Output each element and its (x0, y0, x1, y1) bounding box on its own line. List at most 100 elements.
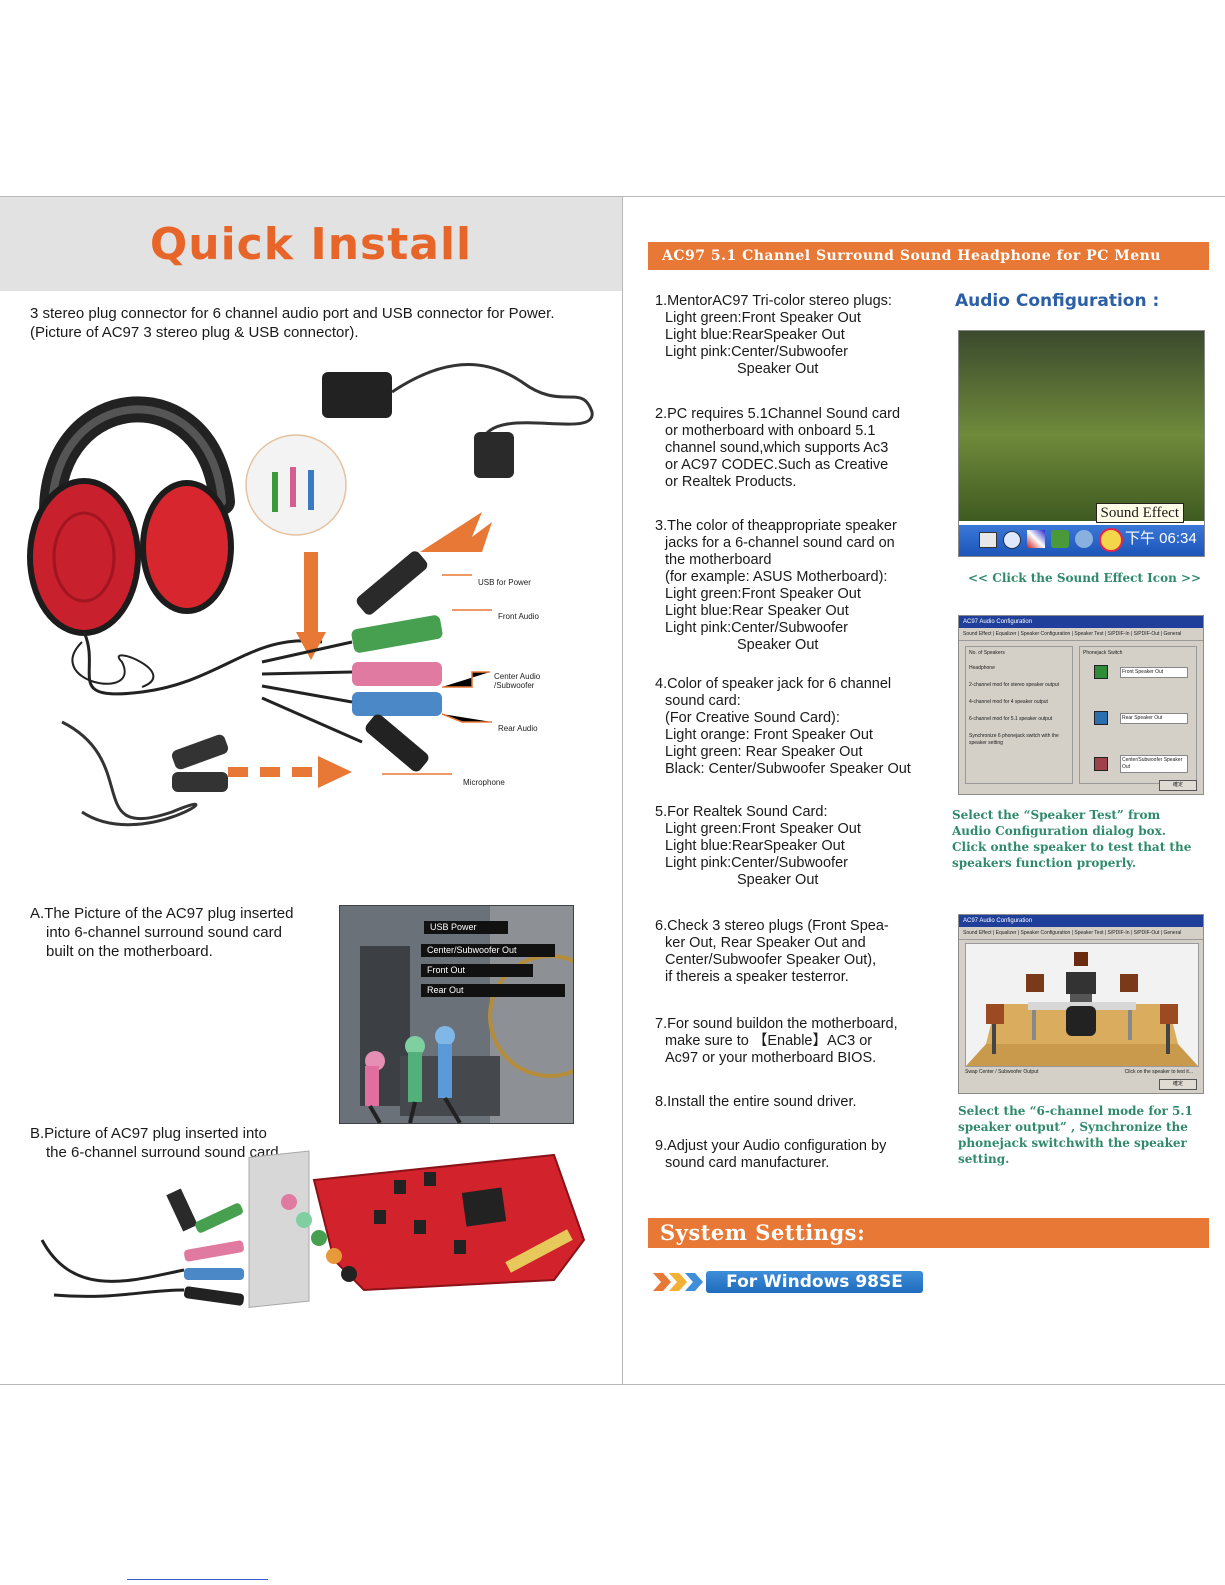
bottom-rule (0, 1384, 1225, 1385)
step-9-line: sound card manufacturer. (665, 1155, 830, 1171)
taskbar-clock: 下午 06:34 (1125, 530, 1197, 547)
chevron-arrows-icon (653, 1273, 703, 1296)
step-2-line: or motherboard with onboard 5.1 (665, 423, 876, 439)
network-icon[interactable] (1051, 530, 1069, 548)
step-3: 3.The color of theappropriate speaker ja… (655, 518, 940, 654)
section-a-line2: into 6-channel surround sound card (46, 924, 282, 941)
page-title: Quick Install (149, 219, 473, 270)
step-5-line: Light blue:RearSpeaker Out (665, 838, 845, 854)
tag-rear-out: Rear Out (421, 984, 565, 997)
group-label-speakers: No. of Speakers (969, 650, 1005, 656)
audio-config-dialog-speaker-test: AC97 Audio Configuration Sound Effect | … (958, 914, 1204, 1094)
step-8: 8.Install the entire sound driver. (655, 1094, 940, 1111)
dialog-title-bar: AC97 Audio Configuration (959, 616, 1203, 628)
caption-speaker-test-line: speakers function properly. (952, 856, 1137, 870)
windows-98se-label: For Windows 98SE (706, 1271, 923, 1293)
blue-jack-icon (1094, 711, 1108, 725)
speaker-left-rear (986, 1004, 1004, 1024)
step-7-line: make sure to 【Enable】AC3 or (665, 1033, 873, 1049)
dialog-ok-button[interactable]: 確定 (1159, 780, 1197, 791)
step-3-line: 3.The color of theappropriate speaker (655, 518, 897, 534)
sound-card-drawing (40, 1150, 586, 1308)
step-5-line: Speaker Out (737, 872, 819, 888)
option-2-channel[interactable]: 2-channel mod for stereo speaker output (969, 682, 1060, 688)
option-synchronize[interactable]: Synchronize 6 phonejack switch with the … (969, 733, 1059, 746)
step-3-line: jacks for a 6-channel sound card on (665, 535, 895, 551)
speaker-test-hint: Click on the speaker to test it... (1124, 1069, 1193, 1075)
section-b-line2: the 6-channel surround sound card. (46, 1144, 283, 1161)
speaker-test-room (965, 943, 1199, 1067)
swap-center-subwoofer-checkbox[interactable]: Swap Center / Subwoofer Output (965, 1069, 1039, 1075)
step-4-line: sound card: (665, 693, 741, 709)
phonejack-group: Phonejack Switch Front Speaker Out Rear … (1079, 646, 1197, 784)
label-usb-for-power: USB for Power (478, 578, 531, 587)
caption-6-channel-line: setting. (958, 1152, 1010, 1166)
pink-jack-icon (1094, 757, 1108, 771)
menu-banner: AC97 5.1 Channel Surround Sound Headphon… (648, 242, 1209, 270)
dialog-tabs[interactable]: Sound Effect | Equalizer | Speaker Confi… (959, 927, 1203, 940)
tag-center-subwoofer-out: Center/Subwoofer Out (421, 944, 555, 957)
tag-front-out: Front Out (421, 964, 533, 977)
dialog-ok-button[interactable]: 確定 (1159, 1079, 1197, 1090)
center-divider (622, 196, 623, 1384)
step-7-line: 7.For sound buildon the motherboard, (655, 1016, 898, 1032)
dialog-tabs[interactable]: Sound Effect | Equalizer | Speaker Confi… (959, 628, 1203, 641)
step-4: 4.Color of speaker jack for 6 channel so… (655, 676, 947, 778)
sound-effect-icon[interactable] (1099, 528, 1123, 552)
jack-center[interactable]: Center/Subwoofer Speaker Out (1120, 755, 1188, 773)
flag-icon[interactable] (1027, 530, 1045, 548)
label-front-audio: Front Audio (498, 612, 539, 621)
option-6-channel[interactable]: 6-channel mod for 5.1 speaker output (969, 716, 1053, 722)
step-1-line: Speaker Out (737, 361, 819, 377)
label-center-audio: Center Audio /Subwoofer (494, 672, 541, 690)
desktop-wallpaper (959, 331, 1204, 521)
step-3-line: Light green:Front Speaker Out (665, 586, 861, 602)
step-2-line: or Realtek Products. (665, 474, 797, 490)
caption-speaker-test-line: Select the “Speaker Test” from (952, 808, 1161, 822)
step-3-line: the motherboard (665, 552, 772, 568)
headphone-drawing (27, 363, 594, 827)
speaker-center (1074, 952, 1088, 966)
step-5-line: Light green:Front Speaker Out (665, 821, 861, 837)
step-3-line: Speaker Out (737, 637, 819, 653)
step-4-line: Light orange: Front Speaker Out (665, 727, 873, 743)
step-6-line: 6.Check 3 stereo plugs (Front Spea- (655, 918, 889, 934)
caption-speaker-test-line: Audio Configuration dialog box. (952, 824, 1166, 838)
step-2-line: channel sound,which supports Ac3 (665, 440, 889, 456)
footer-underline (127, 1579, 268, 1580)
section-a-text: A.The Picture of the AC97 plug inserted … (30, 904, 340, 961)
caption-6-channel-mode: Select the “6-channel mode for 5.1 speak… (958, 1103, 1220, 1167)
option-headphone[interactable]: Headphone (969, 665, 995, 671)
step-2-line: or AC97 CODEC.Such as Creative (665, 457, 889, 473)
keyboard-icon (979, 532, 997, 548)
step-9: 9.Adjust your Audio configuration by sou… (655, 1138, 940, 1172)
jack-front[interactable]: Front Speaker Out (1120, 667, 1188, 678)
chevron-arrows-drawing (653, 1273, 703, 1291)
section-a-line1: A.The Picture of the AC97 plug inserted (30, 905, 294, 922)
speakers-group: No. of Speakers Headphone 2-channel mod … (965, 646, 1073, 784)
step-4-line: (For Creative Sound Card): (665, 710, 840, 726)
group-label-phonejack: Phonejack Switch (1083, 650, 1123, 656)
step-1-line: Light pink:Center/Subwoofer (665, 344, 848, 360)
caption-speaker-test-line: Click onthe speaker to test that the (952, 840, 1192, 854)
step-3-line: Light pink:Center/Subwoofer (665, 620, 848, 636)
step-6-line: ker Out, Rear Speaker Out and (665, 935, 866, 951)
option-4-channel[interactable]: 4-channel mod for 4 speaker output (969, 699, 1048, 705)
caption-6-channel-line: phonejack switchwith the speaker (958, 1136, 1187, 1150)
step-4-line: Black: Center/Subwoofer Speaker Out (665, 761, 911, 777)
system-settings-bar: System Settings: (648, 1218, 1209, 1248)
taskbar-screenshot: Sound Effect 下午 06:34 (958, 330, 1205, 557)
step-3-line: Light blue:Rear Speaker Out (665, 603, 849, 619)
speaker-icon[interactable] (1075, 530, 1093, 548)
back-arrow-icon[interactable] (1003, 531, 1021, 549)
dialog-title-bar: AC97 Audio Configuration (959, 915, 1203, 927)
sound-effect-tooltip: Sound Effect (1095, 503, 1184, 523)
jack-rear[interactable]: Rear Speaker Out (1120, 713, 1188, 724)
step-8-line: 8.Install the entire sound driver. (655, 1094, 857, 1110)
step-1-line: Light green:Front Speaker Out (665, 310, 861, 326)
intro-text: 3 stereo plug connector for 6 channel au… (30, 305, 555, 341)
step-7-line: Ac97 or your motherboard BIOS. (665, 1050, 877, 1066)
step-1-line: 1.MentorAC97 Tri-color stereo plugs: (655, 293, 892, 309)
step-5-line: Light pink:Center/Subwoofer (665, 855, 848, 871)
section-b-text: B.Picture of AC97 plug inserted into the… (30, 1124, 340, 1162)
